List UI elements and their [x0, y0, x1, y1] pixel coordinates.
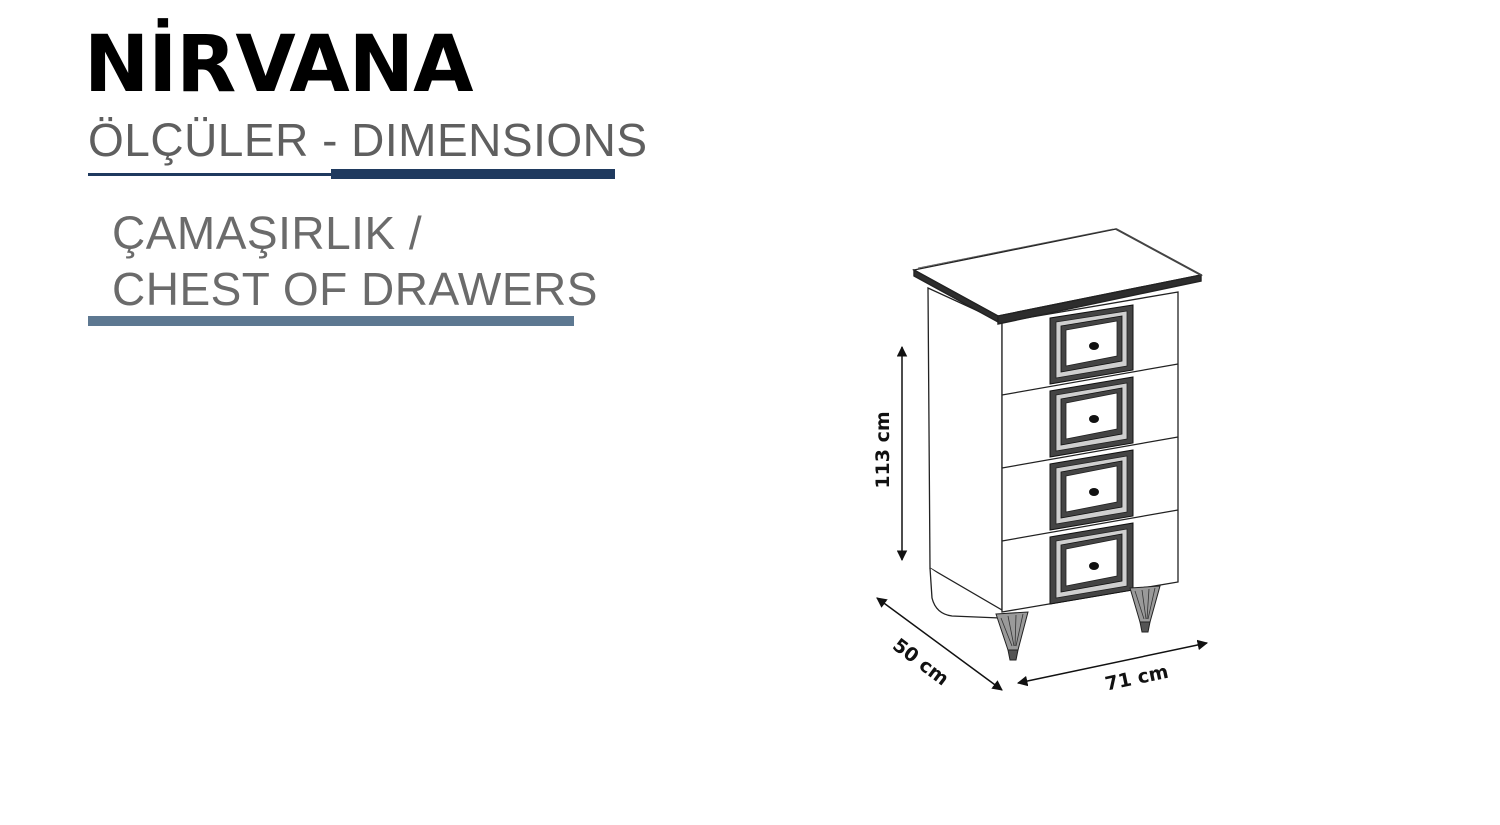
cabinet-side-panel — [927, 286, 1003, 619]
leg-front-left — [995, 611, 1029, 661]
width-label: 71 cm — [1103, 661, 1170, 696]
drawer-separators — [1001, 363, 1179, 542]
drawer-4-knob — [1089, 562, 1099, 570]
drawer-1-knob — [1089, 342, 1099, 350]
product-name-en: CHEST OF DRAWERS — [112, 263, 598, 315]
subtitle-rule-thick — [331, 169, 615, 179]
subtitle-rule-thin — [88, 173, 338, 176]
drawer-2-knob — [1089, 415, 1099, 423]
drawer-4 — [1049, 522, 1134, 605]
depth-label: 50 cm — [888, 634, 952, 690]
section-subtitle: ÖLÇÜLER - DIMENSIONS — [88, 114, 648, 166]
depth-dimension-line — [876, 597, 1003, 691]
drawer-1 — [1049, 304, 1134, 385]
product-name-tr: ÇAMAŞIRLIK / — [112, 207, 423, 259]
product-rule — [88, 316, 574, 326]
drawer-2 — [1049, 376, 1134, 458]
cabinet-top — [911, 228, 1204, 325]
drawer-3-knob — [1089, 488, 1099, 496]
width-dimension-line — [1016, 639, 1209, 687]
product-name: ÇAMAŞIRLIK / CHEST OF DRAWERS — [112, 205, 598, 317]
leg-front-right — [1129, 585, 1161, 633]
drawer-3 — [1049, 449, 1134, 531]
brand-title: NİRVANA — [84, 20, 473, 110]
height-label: 113 cm — [872, 411, 894, 488]
